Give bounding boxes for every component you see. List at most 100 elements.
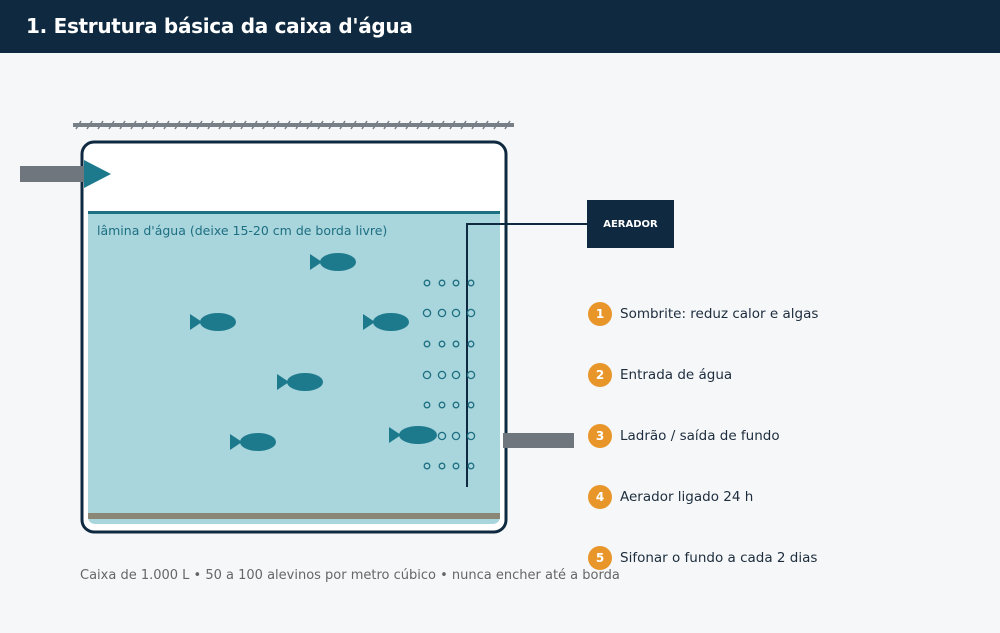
shade-net-hatch [361, 120, 368, 130]
tank-wall [80, 140, 508, 534]
bubble [451, 370, 461, 380]
legend-text: Ladrão / saída de fundo [620, 428, 780, 444]
shade-net-hatch [427, 120, 434, 130]
bubble [437, 370, 447, 380]
bubble [452, 340, 460, 348]
fish-icon [310, 253, 356, 271]
footer-note: Caixa de 1.000 L • 50 a 100 alevinos por… [80, 568, 620, 583]
bubble [466, 308, 476, 318]
fish-group [190, 253, 437, 451]
water-surface-line [88, 211, 500, 214]
legend-item: 3 Ladrão / saída de fundo [588, 424, 780, 448]
bubble [451, 308, 461, 318]
bubble [466, 431, 476, 441]
bubble [423, 401, 431, 409]
bubble [438, 462, 446, 470]
shade-net-hatch [196, 120, 203, 130]
bubble [423, 462, 431, 470]
shade-net-hatch [240, 120, 247, 130]
shade-net-hatch [185, 120, 192, 130]
shade-net-hatch [372, 120, 379, 130]
aerator-hose [466, 223, 587, 487]
bubble [467, 462, 475, 470]
header-bar: 1. Estrutura básica da caixa d'água [0, 0, 1000, 53]
fish-icon [230, 433, 276, 451]
shade-net-hatch [295, 120, 302, 130]
legend-number-badge: 3 [588, 424, 612, 448]
legend-item: 2 Entrada de água [588, 363, 732, 387]
water-body [88, 213, 500, 524]
bubble [423, 279, 431, 287]
legend-text: Sifonar o fundo a cada 2 dias [620, 550, 818, 566]
shade-net-hatch [163, 120, 170, 130]
fish-icon [389, 426, 437, 444]
shade-net [73, 120, 514, 130]
shade-net-hatch [108, 120, 115, 130]
page-title: 1. Estrutura básica da caixa d'água [26, 14, 413, 38]
bubble [467, 401, 475, 409]
fish-icon [190, 313, 236, 331]
bubble [422, 370, 432, 380]
shade-net-hatch [284, 120, 291, 130]
bubble [452, 279, 460, 287]
tank-bottom-sediment [88, 513, 500, 519]
shade-net-hatch [394, 120, 401, 130]
legend-text: Entrada de água [620, 367, 733, 383]
legend-text: Aerador ligado 24 h [620, 489, 754, 505]
bubble [437, 431, 447, 441]
shade-net-hatch [119, 120, 126, 130]
bubble [467, 279, 475, 287]
bubble [452, 401, 460, 409]
shade-net-hatch [273, 120, 280, 130]
shade-net-hatch [504, 120, 511, 130]
shade-net-hatch [75, 120, 82, 130]
outlet-pipe [503, 433, 574, 448]
shade-net-hatch [207, 120, 214, 130]
shade-net-hatch [152, 120, 159, 130]
shade-net-hatch [493, 120, 500, 130]
legend-item: 5 Sifonar o fundo a cada 2 dias [588, 546, 817, 570]
shade-net-hatch [130, 120, 137, 130]
water-level-label: lâmina d'água (deixe 15-20 cm de borda l… [97, 223, 387, 238]
aerator-label-box: AERADOR [587, 200, 674, 248]
shade-net-hatch [350, 120, 357, 130]
shade-net-hatch [174, 120, 181, 130]
shade-net-hatch [229, 120, 236, 130]
bubble [467, 340, 475, 348]
shade-net-hatch [449, 120, 456, 130]
shade-net-hatch [405, 120, 412, 130]
inlet-pipe [20, 166, 86, 182]
inlet-arrow-icon [84, 160, 111, 188]
shade-net-hatch [339, 120, 346, 130]
bubble [423, 340, 431, 348]
shade-net-hatch [317, 120, 324, 130]
bubble [452, 462, 460, 470]
bubble [438, 340, 446, 348]
shade-net-hatch [438, 120, 445, 130]
legend-number-badge: 5 [588, 546, 612, 570]
shade-net-hatch [141, 120, 148, 130]
shade-net-hatch [416, 120, 423, 130]
shade-net-hatch [328, 120, 335, 130]
shade-net-hatch [218, 120, 225, 130]
shade-net-hatch [86, 120, 93, 130]
fish-icon [277, 373, 323, 391]
bubble [466, 370, 476, 380]
bubble [422, 308, 432, 318]
bubble [437, 308, 447, 318]
legend-number-badge: 2 [588, 363, 612, 387]
bubble [438, 401, 446, 409]
bubble [438, 279, 446, 287]
legend-number-badge: 1 [588, 302, 612, 326]
shade-net-hatch [471, 120, 478, 130]
shade-net-hatch [482, 120, 489, 130]
shade-net-hatch [460, 120, 467, 130]
fish-icon [363, 313, 409, 331]
shade-net-hatch [383, 120, 390, 130]
shade-net-hatch [97, 120, 104, 130]
shade-net-hatch [262, 120, 269, 130]
shade-net-hatch [251, 120, 258, 130]
